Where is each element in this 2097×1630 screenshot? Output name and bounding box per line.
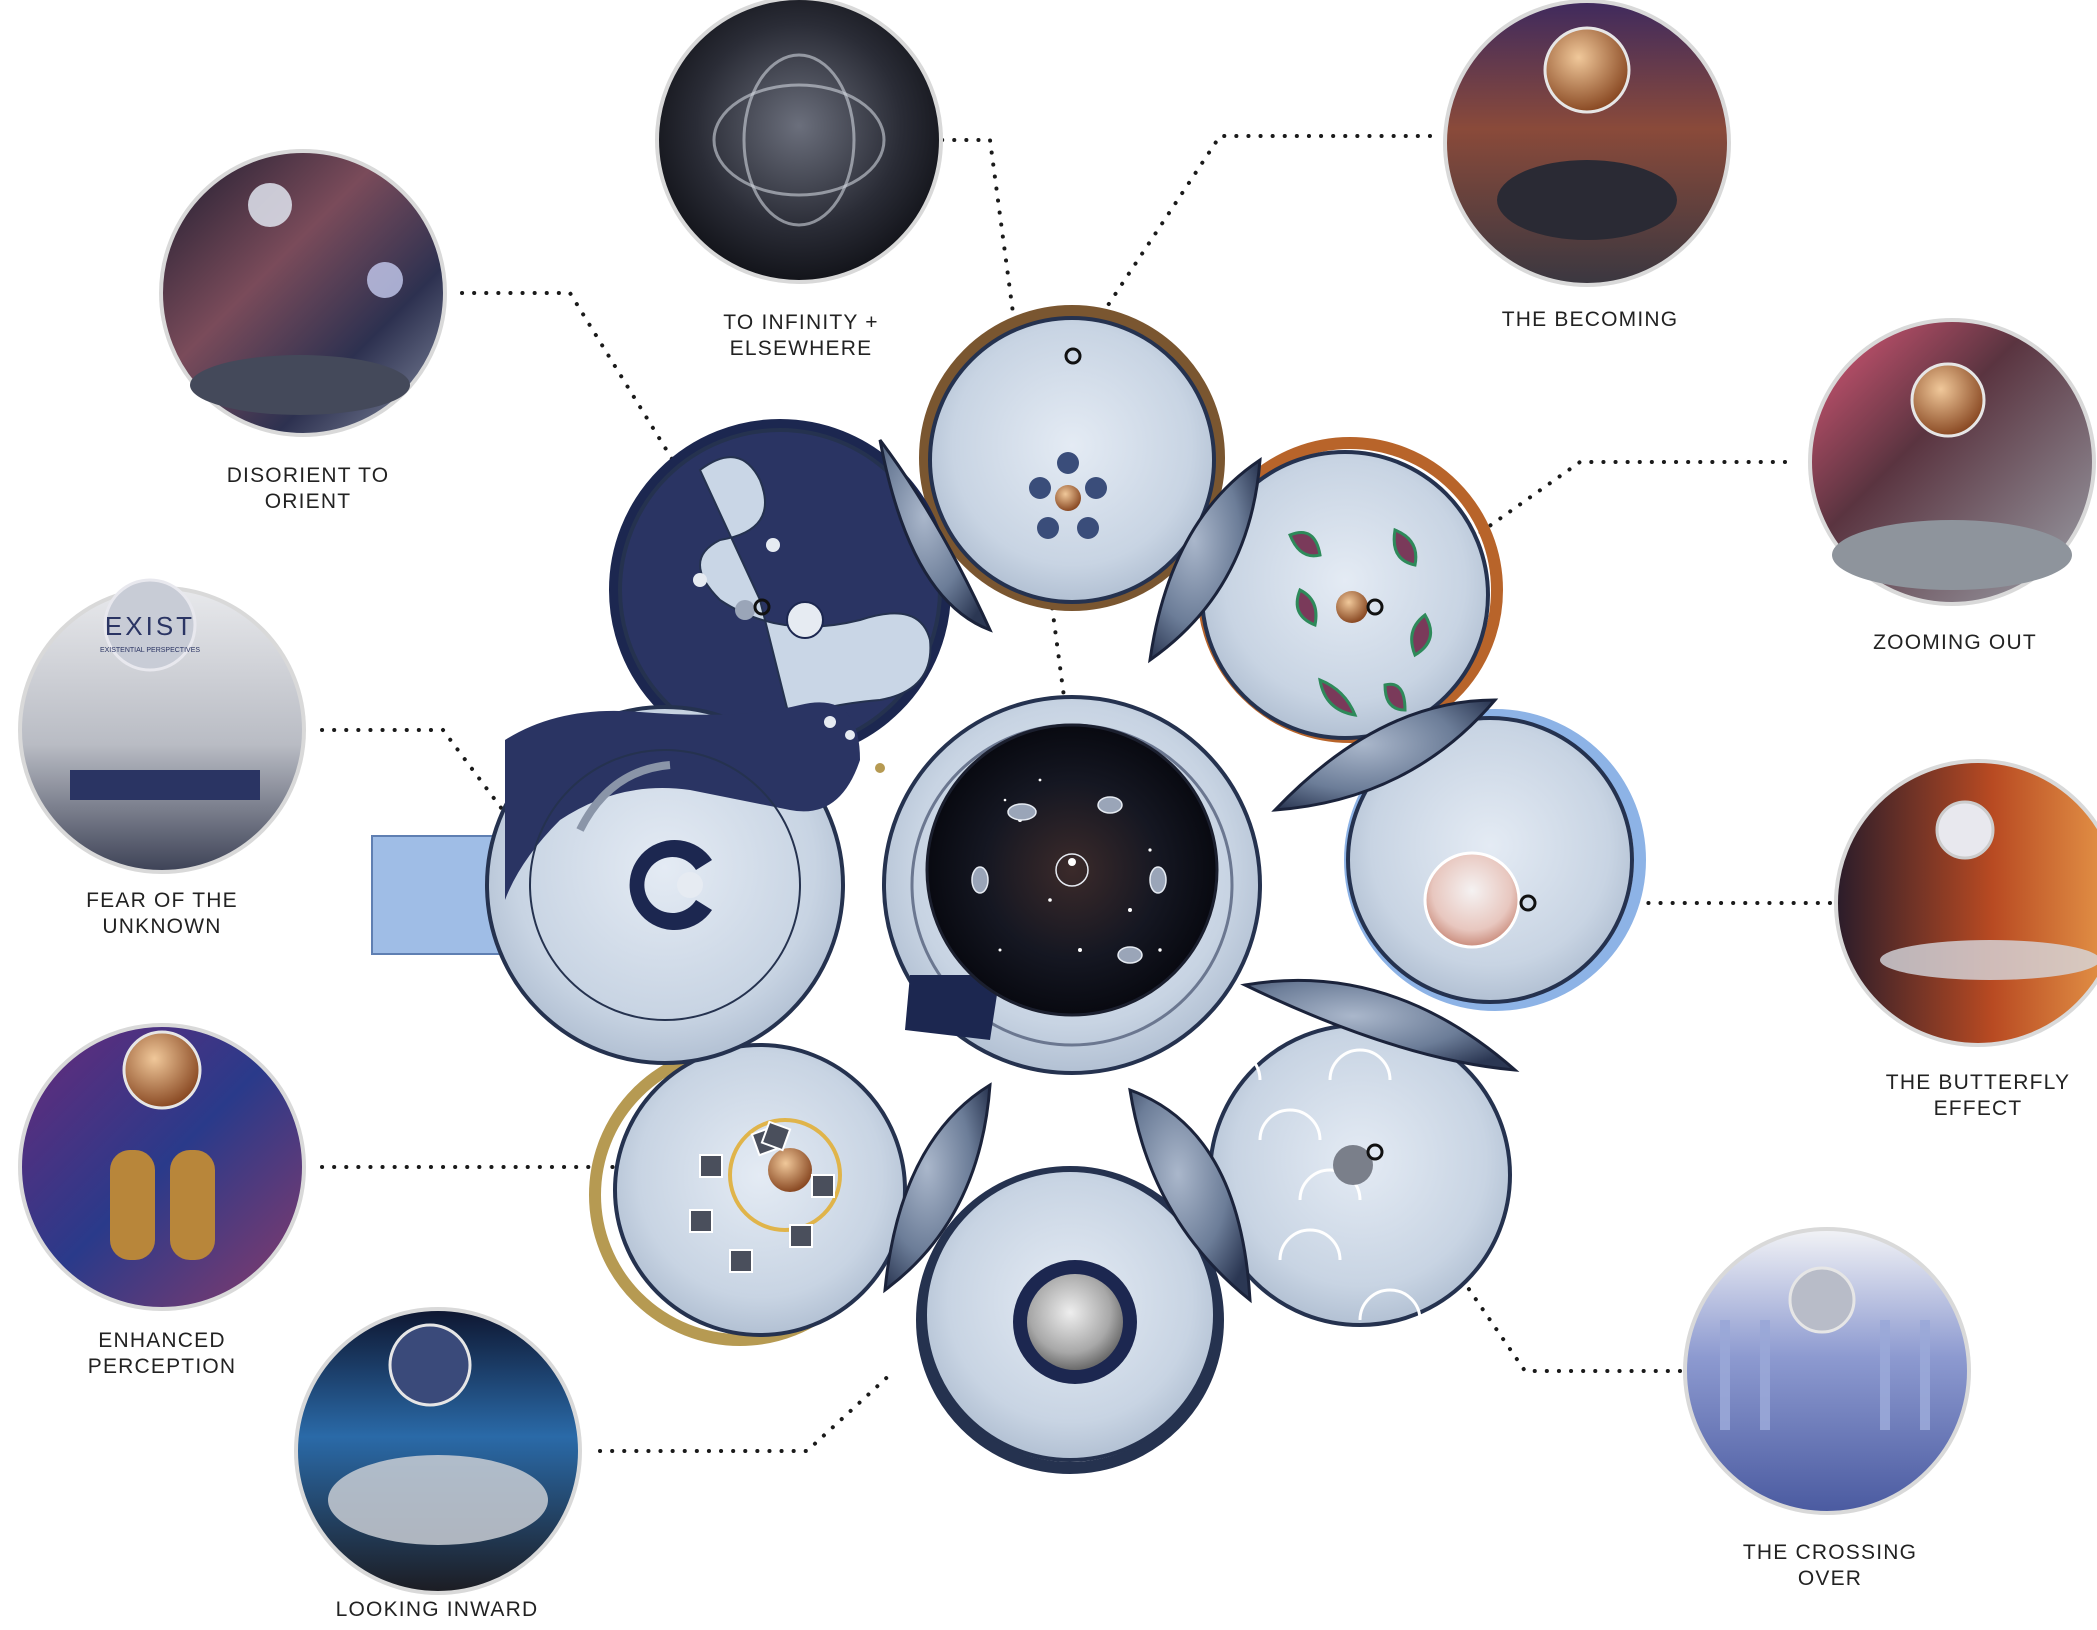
entrance-ramp (371, 835, 501, 955)
marker-lower-right (1366, 1143, 1384, 1161)
label-looking-inward: LOOKING INWARD (335, 1598, 539, 1621)
floor-plan (371, 305, 1646, 1474)
station-sphere-lower-right (1333, 1145, 1373, 1185)
label-fear-unknown: FEAR OF THE UNKNOWN (86, 889, 238, 938)
petal-lower-left (613, 1043, 907, 1337)
thumb-zooming-out (1808, 318, 2096, 606)
thumb-enhanced (18, 1023, 306, 1311)
leader-disorient (460, 291, 765, 609)
exist-subtitle: EXISTENTIAL PERSPECTIVES (100, 647, 200, 654)
label-crossing: THE CROSSING OVER (1742, 1541, 1918, 1590)
divider-leaves (878, 439, 1520, 1304)
marker-right (1519, 894, 1537, 912)
station-arcs-lower-right (1198, 1048, 1422, 1321)
label-enhanced: ENHANCED PERCEPTION (87, 1329, 237, 1378)
station-cluster-top (1029, 452, 1107, 539)
label-zooming-out: ZOOMING OUT (1873, 631, 2037, 654)
marker-upper-right (1366, 598, 1384, 616)
rim-top (919, 305, 1225, 611)
exist-title: EXIST (105, 611, 195, 641)
thumb-the-becoming (1443, 0, 1731, 287)
label-butterfly: THE BUTTERFLY EFFECT (1885, 1071, 2071, 1120)
thumb-crossing (1683, 1227, 1971, 1515)
wave-left (505, 702, 860, 900)
cosmos-dome-lenses (971, 796, 1167, 964)
station-butterfly-disc (1423, 851, 1521, 949)
leader-inward (598, 1368, 897, 1453)
station-c-left (629, 840, 712, 931)
thumb-butterfly (1834, 759, 2097, 1047)
marker-upper-left (753, 598, 771, 616)
marker-top (1064, 347, 1082, 365)
center-cosmos-dome (925, 723, 1219, 1017)
thumb-looking-inward (294, 1307, 582, 1595)
station-pods-upper-right (1288, 527, 1433, 717)
label-to-infinity: TO INFINITY + ELSEWHERE (723, 311, 879, 360)
marker-left (677, 872, 703, 898)
leader-to-infinity (928, 138, 1072, 744)
center-dark-wedge (905, 975, 1000, 1040)
thumb-fear-unknown: EXIST EXISTENTIAL PERSPECTIVES (18, 578, 306, 874)
leader-zooming (1373, 460, 1787, 609)
thumb-to-infinity (655, 0, 943, 284)
station-dots-upper-left (693, 538, 885, 773)
station-ring-left (529, 749, 801, 1021)
arc-left (576, 761, 671, 832)
station-thumbnails: EXIST EXISTENTIAL PERSPECTIVES (18, 0, 2097, 1595)
station-pedestals-lower-left (689, 1118, 842, 1273)
label-disorient: DISORIENT TO ORIENT (226, 464, 390, 513)
station-moon (1027, 1274, 1123, 1370)
label-the-becoming: THE BECOMING (1501, 308, 1679, 331)
thumb-disorient (159, 149, 447, 437)
